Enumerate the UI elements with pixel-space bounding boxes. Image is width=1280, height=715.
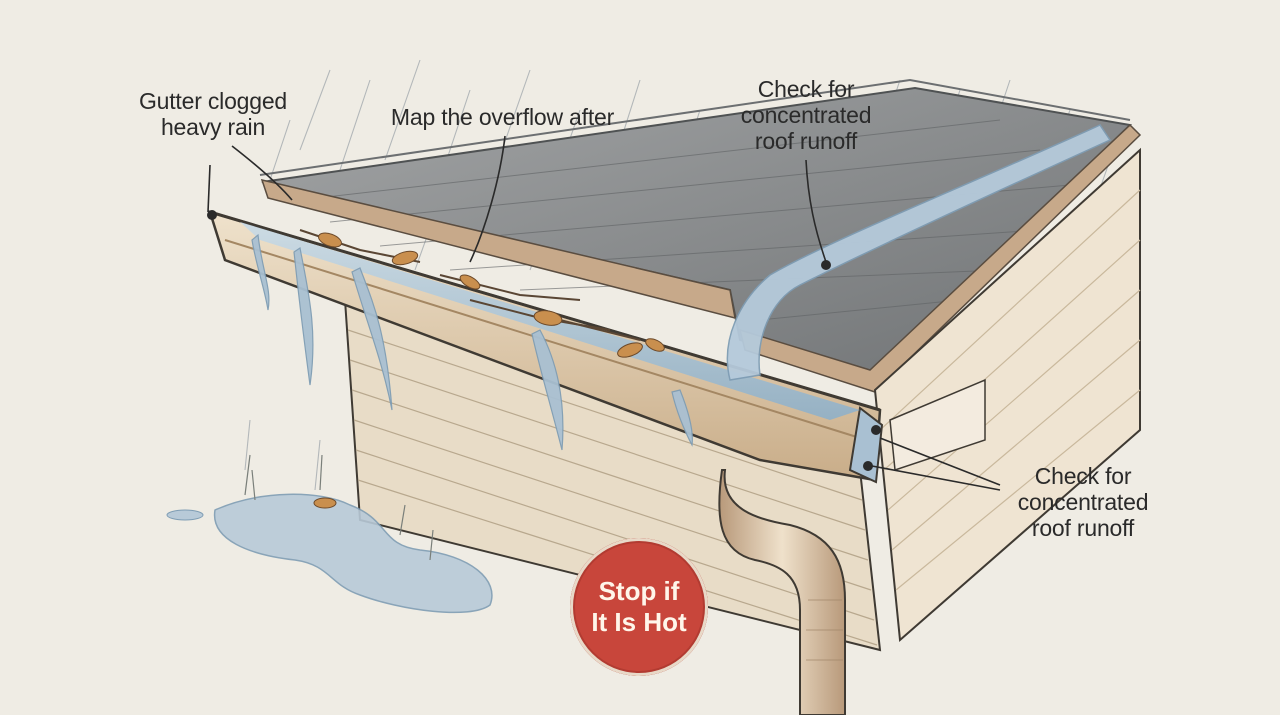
- leader-lines: [207, 135, 1001, 491]
- overflow-drips: [251, 233, 693, 451]
- callout-map-overflow: Map the overflow after: [390, 104, 615, 130]
- ground-puddle: [213, 493, 493, 614]
- badge-text: Stop if It Is Hot: [591, 576, 687, 637]
- callout-check-runoff-side: Check for concentrated roof runoff: [1017, 463, 1149, 541]
- stop-if-hot-badge: Stop if It Is Hot: [570, 538, 708, 676]
- callout-gutter-clogged: Gutter clogged heavy rain: [138, 88, 288, 140]
- roof-runoff-stream: [726, 124, 1112, 381]
- downspout: [718, 469, 846, 715]
- callout-check-runoff-top: Check for concentrated roof runoff: [740, 76, 872, 154]
